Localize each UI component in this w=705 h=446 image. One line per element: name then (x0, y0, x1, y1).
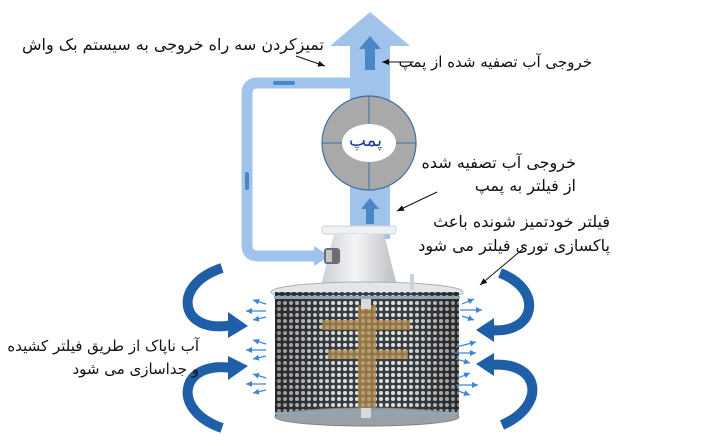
filter-outlet-label-line2: از فیلتر به پمپ (474, 176, 576, 195)
pump-symbol (321, 95, 417, 191)
left-small-arrows (246, 298, 267, 395)
backwash-pointer (295, 55, 326, 67)
dirty-water-label-line1: آب ناپاک از طریق فیلتر کشیده (7, 337, 199, 355)
dirty-water-label-line2: و جداسازی می شود (72, 360, 199, 378)
left-curved-arrows (182, 263, 248, 433)
up-arrow-icon (361, 198, 379, 224)
inner-rotor (322, 305, 410, 410)
filter-unit (270, 225, 464, 427)
curved-arrow-icon (489, 359, 538, 430)
filter-outlet-pointer (396, 191, 438, 212)
loop-flow-dash-icon (273, 81, 295, 85)
up-arrow-icon (359, 36, 381, 70)
pump-label: پمپ (349, 130, 383, 151)
self-clean-label-line1: فیلتر خودتمیز شونده باعث (433, 212, 610, 231)
curved-arrow-icon (182, 362, 233, 433)
self-clean-pointer (479, 247, 525, 286)
inlet-nozzle (324, 248, 340, 264)
loop-flow-dash-icon (245, 172, 249, 190)
backwash-loop-pipe (241, 77, 350, 266)
filter-outlet-label-line1: خروجی آب تصفیه شده (421, 153, 576, 172)
right-curved-arrows (476, 268, 538, 430)
curved-arrow-icon (489, 268, 535, 336)
loop-arrowhead-icon (314, 246, 330, 266)
curved-arrow-icon (182, 263, 233, 332)
pump-outlet-label: خروجی آب تصفیه شده از پمپ (398, 53, 592, 71)
self-clean-label-line2: پاکسازی توری فیلتر می شود (418, 236, 610, 255)
right-small-arrows (454, 298, 482, 396)
callout-pointers (295, 55, 525, 286)
backwash-label: تمیزکردن سه راه خروجی به سیستم بک واش (22, 35, 324, 54)
outlet-arrowhead-icon (330, 12, 410, 46)
